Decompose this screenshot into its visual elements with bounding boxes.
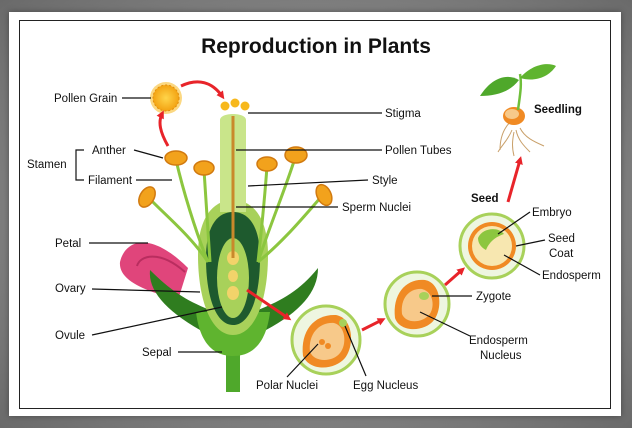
arrow-to-zygote: [361, 318, 386, 332]
petal: [119, 242, 188, 300]
label-style: Style: [372, 175, 398, 187]
label-zygote: Zygote: [476, 291, 511, 303]
label-sperm-nuclei: Sperm Nuclei: [342, 202, 411, 214]
pollen-grain: [150, 82, 182, 114]
flower: [119, 98, 333, 392]
label-pollen-tubes: Pollen Tubes: [385, 145, 452, 157]
label-stigma: Stigma: [385, 108, 421, 120]
label-seed: Seed: [471, 193, 499, 205]
label-filament: Filament: [88, 175, 133, 187]
arrow-to-seed: [444, 267, 465, 287]
page-title: Reproduction in Plants: [201, 35, 431, 58]
label-ovary: Ovary: [55, 283, 86, 295]
label-endosperm-nucleus-line2: Nucleus: [480, 350, 522, 362]
label-sepal: Sepal: [142, 347, 171, 359]
label-pollen-grain: Pollen Grain: [54, 93, 117, 105]
seedling: [480, 64, 556, 157]
sepal-left: [149, 270, 210, 330]
stigma-dot: [220, 101, 230, 111]
label-ovule: Ovule: [55, 330, 85, 342]
label-polar-nuclei: Polar Nuclei: [256, 380, 318, 392]
label-embryo: Embryo: [532, 207, 572, 219]
label-seed-coat-line2: Coat: [549, 248, 574, 260]
arrow-pollen-to-stigma: [180, 80, 225, 100]
label-endosperm-nucleus-line1: Endosperm: [469, 335, 528, 347]
label-petal: Petal: [55, 238, 81, 250]
filament: [174, 159, 210, 263]
sepal-right: [258, 268, 318, 330]
label-egg-nucleus: Egg Nucleus: [353, 380, 418, 392]
arrow-anther-to-pollen: [156, 110, 170, 147]
arrow-to-seedling: [506, 156, 523, 203]
label-endosperm: Endosperm: [542, 270, 601, 282]
label-seedling: Seedling: [534, 104, 582, 116]
label-seed-coat-line1: Seed: [548, 233, 575, 245]
fertilization-circle: [290, 304, 362, 376]
label-stamen: Stamen: [27, 159, 67, 171]
anther: [164, 150, 188, 166]
label-anther: Anther: [92, 145, 126, 157]
seed-circle: [458, 212, 526, 280]
zygote-circle: [383, 270, 451, 338]
arrow-ovule-to-fertilization: [246, 288, 292, 321]
diagram-frame: [19, 20, 611, 409]
